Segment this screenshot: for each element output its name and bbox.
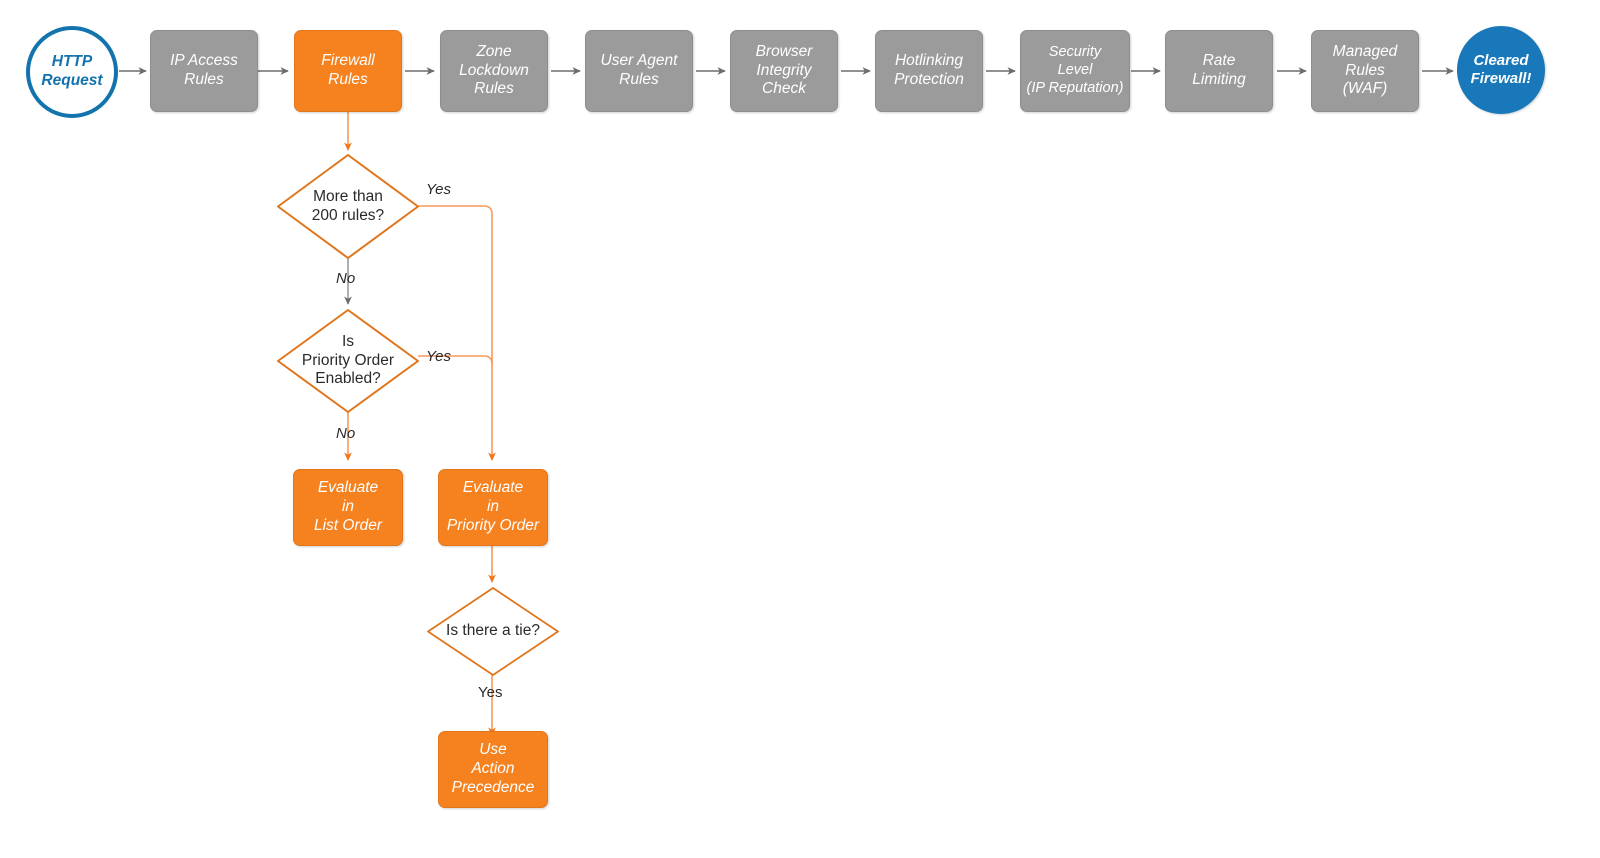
node-security-level[interactable]: Security Level (IP Reputation) [1020,30,1130,112]
node-rate-limiting[interactable]: Rate Limiting [1165,30,1273,112]
decision-more-than-200-rules[interactable]: More than 200 rules? [278,155,418,258]
edge-label-priority-order-yes: Yes [426,348,452,365]
edge-label-tie-yes: Yes [478,684,503,701]
node-label-zone-lockdown-rules: Zone Lockdown Rules [459,42,529,98]
node-label-cleared-firewall: Cleared Firewall! [1470,51,1532,87]
node-firewall-rules[interactable]: Firewall Rules [294,30,402,112]
decision-label-is-there-a-tie: Is there a tie? [446,622,540,640]
decision-label-priority-order-enabled: Is Priority Order Enabled? [301,332,395,388]
node-label-user-agent-rules: User Agent Rules [600,52,678,88]
node-http-request[interactable]: HTTP Request [26,26,118,118]
node-evaluate-in-list-order[interactable]: Evaluate in List Order [293,469,403,546]
node-browser-integrity-check[interactable]: Browser Integrity Check [730,30,838,112]
node-label-hotlinking-protection: Hotlinking Protection [894,52,964,88]
node-cleared-firewall[interactable]: Cleared Firewall! [1457,26,1545,114]
node-label-evaluate-in-list-order: Evaluate in List Order [313,479,383,534]
node-user-agent-rules[interactable]: User Agent Rules [585,30,693,112]
edge-label-more-than-200-no: No [336,270,356,287]
edge-label-priority-order-no: No [336,425,356,442]
decision-priority-order-enabled[interactable]: Is Priority Order Enabled? [278,310,418,412]
node-ip-access-rules[interactable]: IP Access Rules [150,30,258,112]
node-label-use-action-precedence: Use Action Precedence [451,741,535,796]
node-label-managed-rules-waf: Managed Rules (WAF) [1332,42,1398,98]
node-label-browser-integrity-check: Browser Integrity Check [755,42,813,98]
node-hotlinking-protection[interactable]: Hotlinking Protection [875,30,983,112]
node-zone-lockdown-rules[interactable]: Zone Lockdown Rules [440,30,548,112]
node-label-http-request: HTTP Request [41,53,103,89]
decision-label-more-than-200-rules: More than 200 rules? [311,187,385,224]
node-label-firewall-rules: Firewall Rules [321,52,375,88]
node-use-action-precedence[interactable]: Use Action Precedence [438,731,548,808]
node-label-ip-access-rules: IP Access Rules [170,52,238,88]
decision-is-there-a-tie[interactable]: Is there a tie? [428,588,558,675]
node-label-evaluate-in-priority-order: Evaluate in Priority Order [446,479,540,534]
node-managed-rules-waf[interactable]: Managed Rules (WAF) [1311,30,1419,112]
edge-label-more-than-200-yes: Yes [426,181,452,198]
node-label-rate-limiting: Rate Limiting [1192,52,1246,88]
node-label-security-level: Security Level (IP Reputation) [1026,44,1124,96]
node-evaluate-in-priority-order[interactable]: Evaluate in Priority Order [438,469,548,546]
